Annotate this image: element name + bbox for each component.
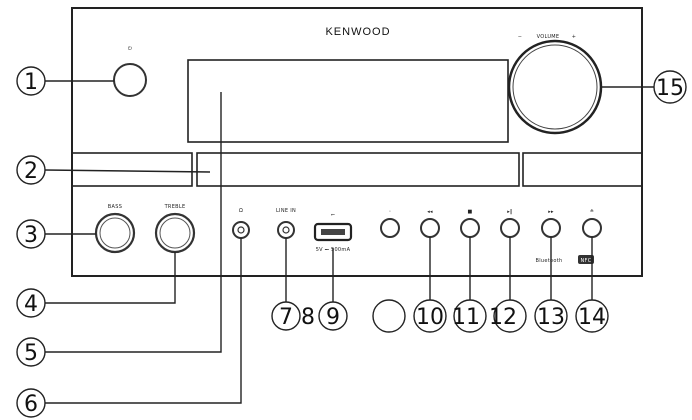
volume-plus-label: +: [572, 34, 577, 40]
device-body: [71, 7, 643, 277]
svg-text:14: 14: [578, 305, 606, 330]
callout-9: 9: [318, 301, 348, 331]
volume-knob-inner: [512, 44, 598, 130]
svg-text:5: 5: [24, 341, 38, 366]
button-1-mark: ◦: [388, 209, 391, 215]
treble-knob-inner: [159, 217, 191, 249]
svg-text:9: 9: [326, 305, 340, 330]
leader-6: [45, 238, 242, 404]
leader-lines: [44, 80, 655, 404]
callout-13: 13: [534, 299, 568, 333]
volume-knob: [507, 39, 603, 135]
svg-text:2: 2: [24, 159, 38, 184]
button-3-mark: ■: [467, 209, 472, 215]
line-in-jack: [277, 221, 295, 239]
bass-label: BASS: [108, 204, 122, 210]
button-2-mark: ◂◂: [427, 209, 433, 215]
svg-text:7: 7: [279, 305, 293, 330]
button-4-mark: ▸‖: [507, 209, 513, 215]
volume-minus-label: −: [518, 34, 523, 40]
callout-5: 5: [16, 337, 46, 367]
callout-7: 7: [271, 301, 301, 331]
treble-knob: [154, 212, 196, 254]
leader-5: [45, 92, 222, 353]
svg-text:12: 12: [489, 305, 517, 330]
function-button-6: [582, 218, 602, 238]
usb-port: [313, 222, 353, 242]
bass-knob: [94, 212, 136, 254]
function-button-3: [460, 218, 480, 238]
button-5-mark: ▸▸: [548, 209, 554, 215]
callout-2: 2: [16, 155, 46, 185]
nfc-logo: [578, 255, 594, 264]
line-in-label: LINE IN: [276, 208, 296, 214]
callout-10: 10: [413, 299, 447, 333]
svg-text:4: 4: [24, 292, 38, 317]
svg-text:11: 11: [452, 305, 480, 330]
disc-slot: [196, 152, 520, 187]
callout-12: 12: [489, 299, 527, 333]
volume-label: VOLUME: [537, 34, 560, 40]
callout-8: 8: [301, 305, 315, 330]
function-button-4: [500, 218, 520, 238]
callout-3: 3: [16, 219, 46, 249]
svg-text:6: 6: [24, 392, 38, 417]
callout-6: 6: [16, 388, 46, 418]
bluetooth-label: Bluetooth: [536, 258, 563, 264]
button-6-mark: ≙: [590, 208, 595, 215]
leader-4: [45, 252, 176, 304]
nfc-label: NFC: [580, 258, 591, 264]
display-window: [187, 59, 509, 143]
svg-text:10: 10: [416, 305, 444, 330]
headphone-jack: [232, 221, 250, 239]
headphone-jack-hole: [237, 226, 245, 234]
slot-left: [71, 152, 193, 187]
usb-port-tongue: [321, 229, 345, 235]
callout-14: 14: [575, 299, 609, 333]
function-button-1: [380, 218, 400, 238]
svg-text:8: 8: [301, 305, 315, 330]
callout-blank: [372, 299, 406, 333]
svg-text:3: 3: [24, 223, 38, 248]
treble-label: TREBLE: [164, 204, 186, 210]
callout-1: 1: [16, 66, 46, 96]
callout-4: 4: [16, 288, 46, 318]
function-button-5: [541, 218, 561, 238]
callout-11: 11: [452, 299, 487, 333]
svg-text:1: 1: [24, 70, 38, 95]
usb-icon: ⭠: [331, 212, 335, 218]
brand-logo: KENWOOD: [325, 26, 390, 38]
bass-knob-inner: [99, 217, 131, 249]
svg-text:13: 13: [537, 305, 565, 330]
power-button: [113, 63, 147, 97]
leader-2: [44, 169, 211, 173]
function-button-2: [420, 218, 440, 238]
headphone-icon: Ω: [239, 208, 243, 214]
slot-right: [522, 152, 643, 187]
svg-text:15: 15: [656, 76, 684, 101]
line-in-jack-hole: [282, 226, 290, 234]
callout-15: 15: [653, 70, 687, 104]
power-symbol: ⏻: [128, 46, 132, 52]
